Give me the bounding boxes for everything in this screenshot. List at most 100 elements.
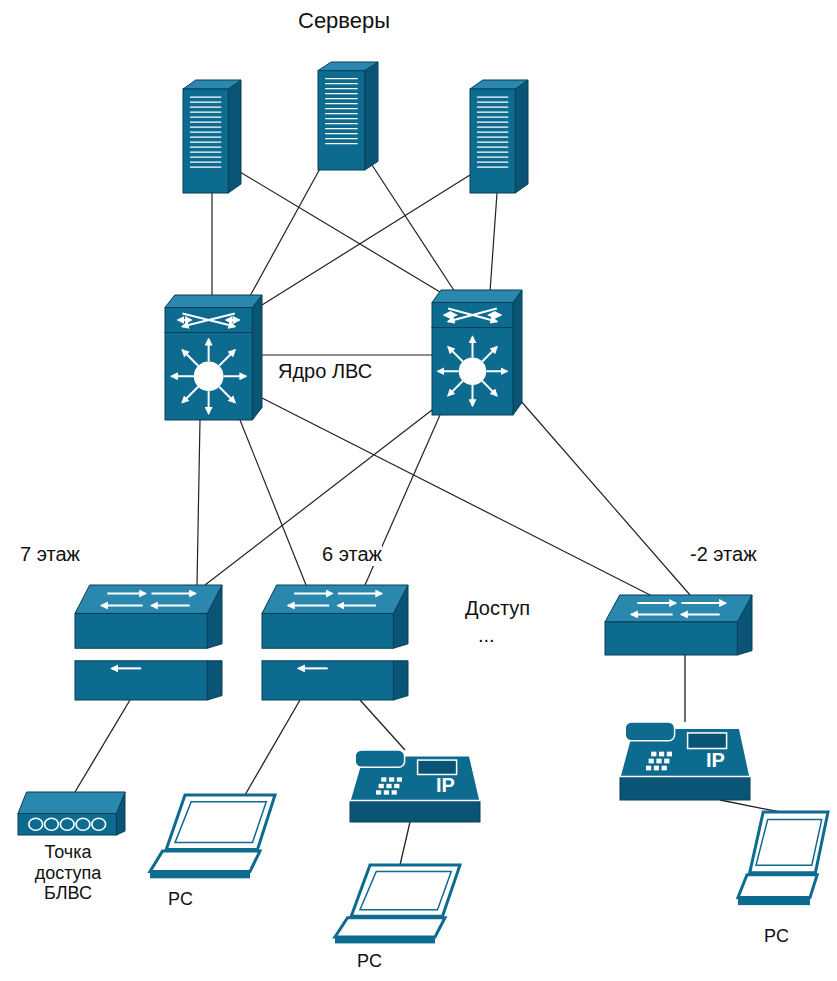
node-label: 7 этаж	[20, 543, 80, 566]
network-link	[490, 193, 497, 292]
phone-key	[386, 784, 391, 788]
node-label: 6 этаж	[322, 543, 382, 566]
server-slot	[190, 96, 221, 97]
core-side	[252, 295, 262, 420]
core-band	[165, 308, 252, 333]
phone-key	[376, 790, 381, 794]
core-top	[165, 295, 262, 308]
server-slot	[190, 146, 221, 147]
arrow-glyph	[338, 604, 376, 606]
server-front	[183, 89, 228, 193]
link-line	[360, 700, 405, 750]
server-slot	[190, 131, 221, 132]
arrow-glyph	[438, 370, 459, 372]
ip-phone: IP	[620, 722, 750, 800]
core-side	[513, 290, 522, 415]
server-front	[470, 89, 515, 193]
core-switch-icon	[165, 295, 262, 420]
server-slot	[325, 123, 357, 124]
arrow-glyph	[288, 604, 329, 606]
core-switch-icon	[432, 290, 522, 415]
arrow-glyph	[448, 347, 463, 362]
arrow-glyph	[444, 314, 456, 316]
arrow-glyph	[472, 385, 474, 406]
server-slot	[190, 101, 221, 102]
core-top	[432, 290, 522, 303]
text-label: ...	[476, 624, 497, 647]
server-top	[318, 62, 378, 71]
server-slot	[477, 126, 508, 127]
access-switch-icon	[262, 585, 408, 700]
server-slot	[325, 128, 357, 129]
server-slot	[477, 161, 508, 162]
ip-phone-icon	[620, 722, 750, 800]
server-slot	[477, 141, 508, 142]
laptop-screen	[750, 812, 828, 873]
phone-key	[654, 766, 659, 771]
arrow-glyph	[107, 593, 145, 595]
text-label: Ядро ЛВС	[276, 360, 374, 383]
network-link	[240, 172, 440, 292]
ap-wave	[45, 818, 59, 830]
ap-wave	[60, 818, 74, 830]
node-label: PC	[357, 951, 382, 972]
arrow-glyph	[681, 613, 719, 615]
laptop-base	[738, 875, 817, 898]
server-icon	[183, 80, 241, 193]
arrow-glyph	[637, 602, 675, 604]
core-circle	[194, 361, 224, 391]
server-slot	[325, 98, 357, 99]
server-slot	[477, 101, 508, 102]
server-icon	[318, 62, 378, 170]
network-link	[211, 193, 212, 297]
arrow-glyph	[178, 319, 191, 321]
switch-top	[75, 585, 222, 613]
link-line	[684, 655, 685, 722]
phone-key	[664, 759, 669, 764]
phone-key	[394, 784, 399, 788]
laptop-edge	[738, 898, 810, 906]
server-front	[318, 71, 365, 170]
server-slot	[325, 93, 357, 94]
phone-display	[688, 733, 727, 749]
server-slot	[190, 166, 221, 167]
server-side	[228, 80, 241, 193]
access-point: Точка доступа БЛВС	[18, 792, 125, 905]
node-label: PC	[168, 889, 193, 910]
text-label: Доступ	[463, 597, 532, 620]
access-switch: -2 этаж	[605, 543, 757, 655]
server-slot	[325, 83, 357, 84]
core-front	[432, 328, 513, 416]
server-slot	[477, 166, 508, 167]
phone-key	[397, 777, 402, 781]
server-slot	[477, 156, 508, 157]
ap-top	[18, 792, 125, 814]
phone-handset	[625, 722, 674, 741]
switch-top	[262, 585, 408, 613]
server-slot	[325, 143, 357, 144]
core-circle	[459, 357, 487, 385]
access-switch-icon	[605, 595, 752, 655]
server-side	[365, 62, 378, 170]
server-slot	[190, 106, 221, 107]
phone-key	[381, 777, 386, 781]
server-icon	[470, 80, 528, 193]
core-band	[432, 303, 513, 328]
switch-front	[262, 661, 393, 700]
arrow-glyph	[182, 387, 198, 403]
phone-display	[418, 760, 457, 774]
server-slot	[477, 116, 508, 117]
arrow-glyph	[681, 602, 725, 604]
laptop-screen	[351, 865, 460, 916]
phone-key	[656, 759, 661, 764]
server-slot	[325, 138, 357, 139]
access-switch: 7 этаж	[20, 543, 222, 700]
server-slot	[477, 151, 508, 152]
server-slot	[325, 118, 357, 119]
arrow-glyph	[219, 387, 235, 403]
network-link	[197, 420, 200, 585]
phone-key	[651, 752, 656, 757]
arrow-glyph	[294, 593, 332, 595]
